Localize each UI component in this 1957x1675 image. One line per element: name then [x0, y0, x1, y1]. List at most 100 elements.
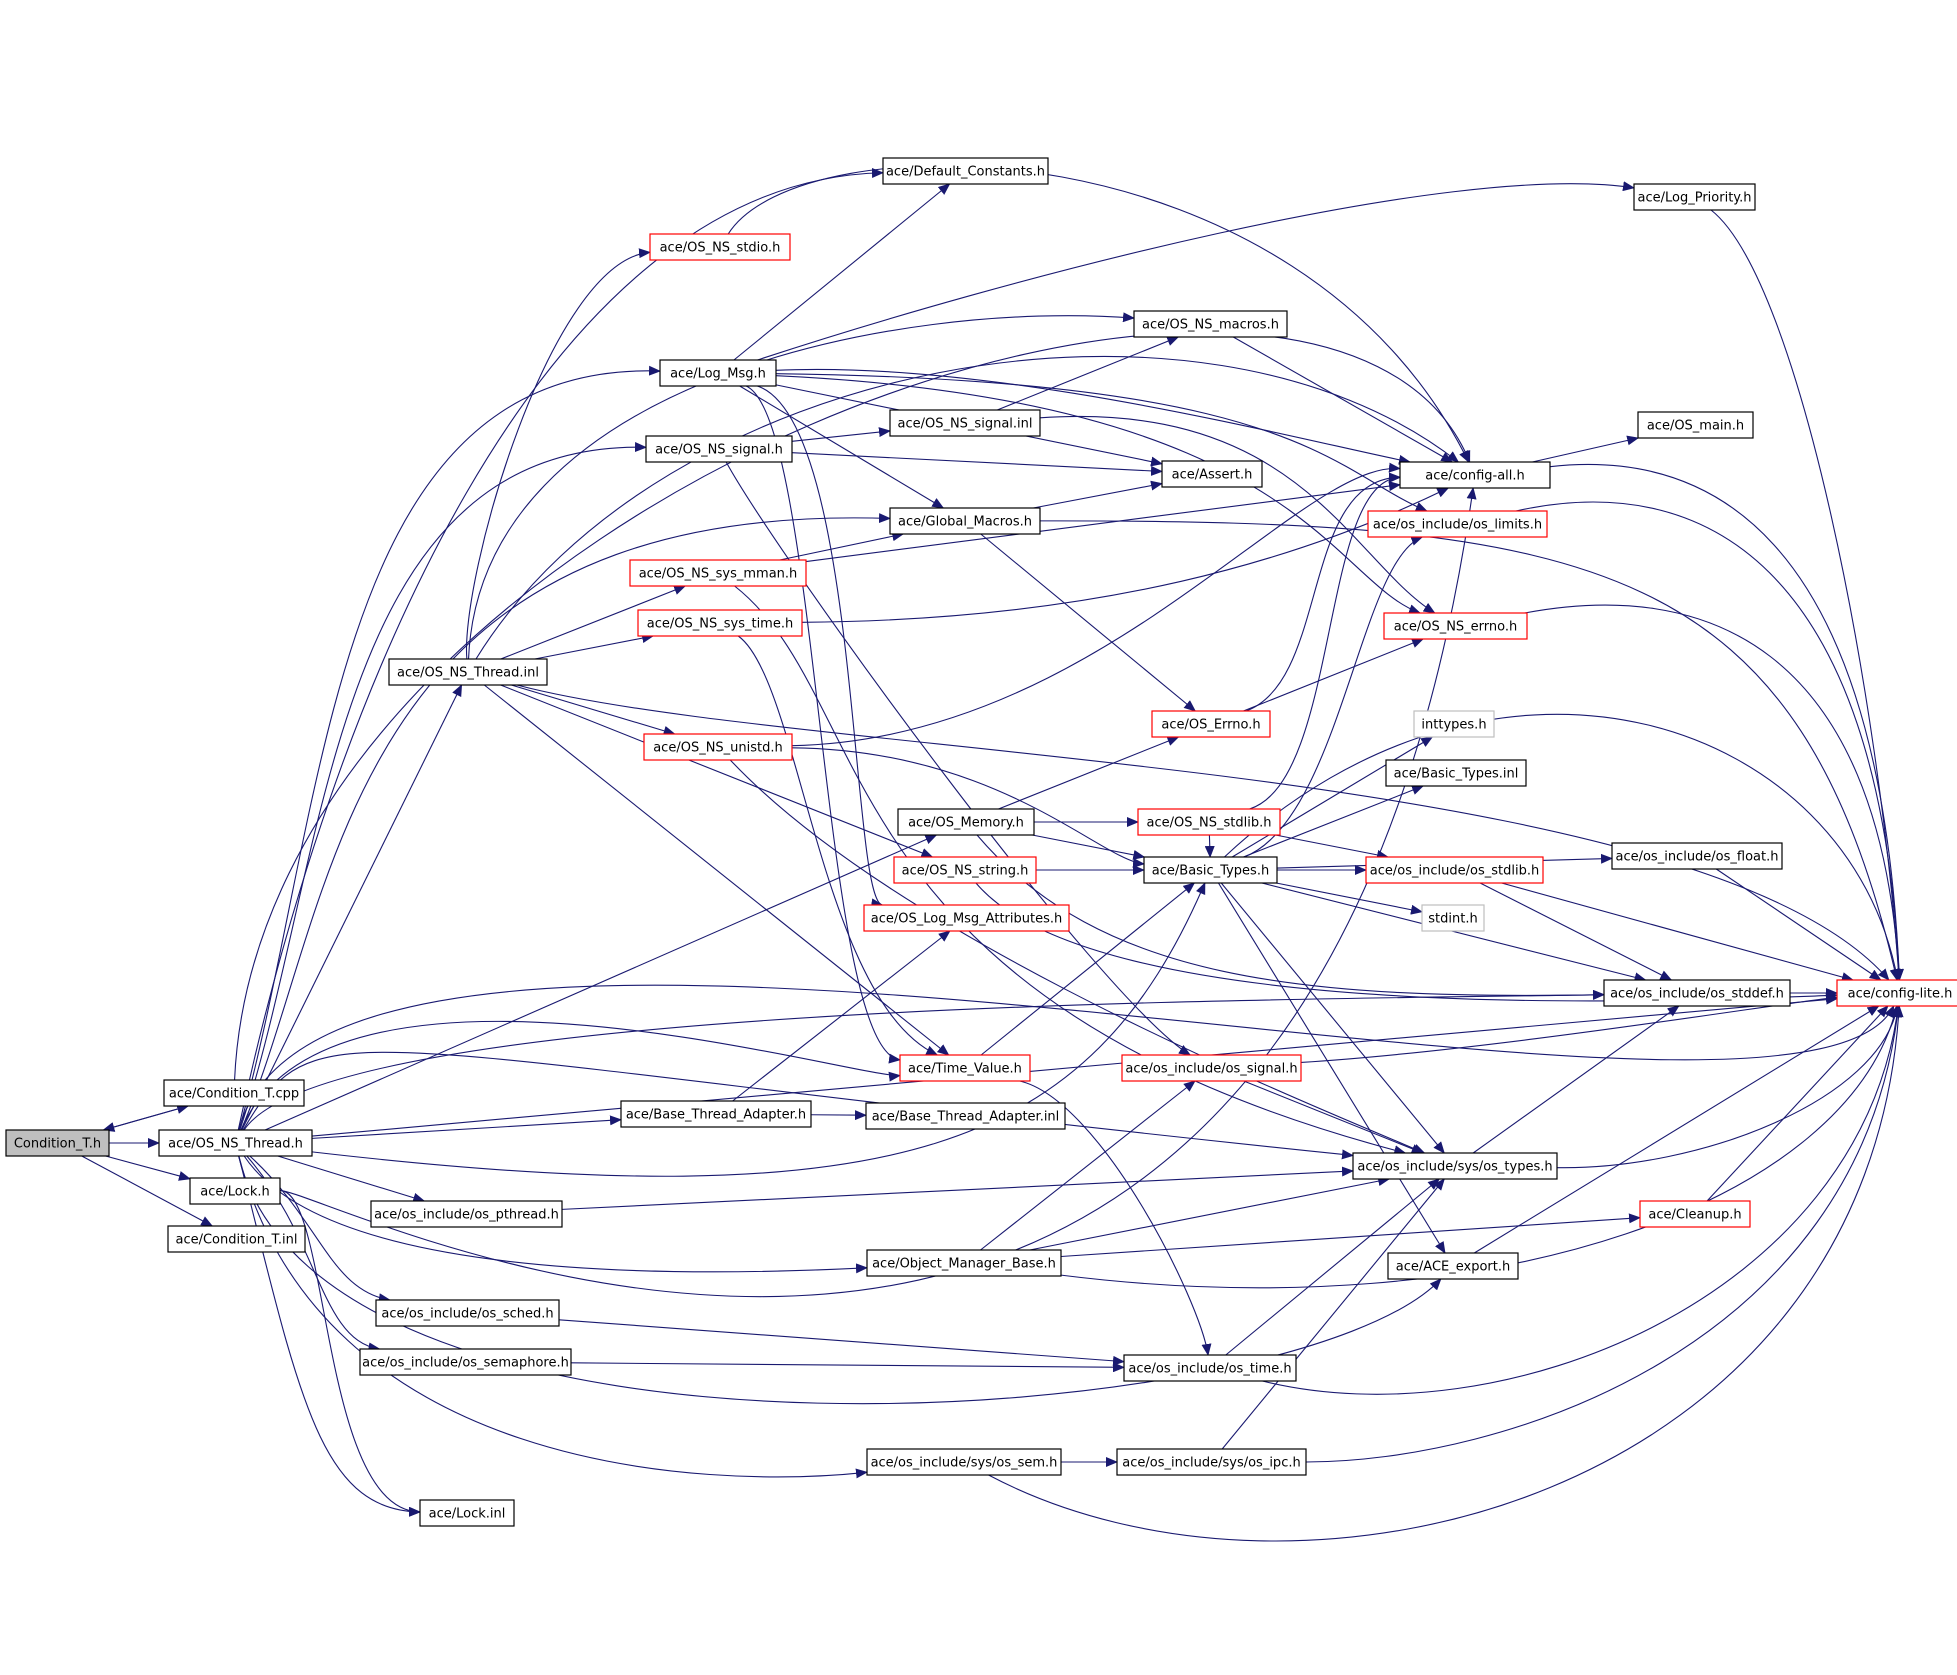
node-log-priority-h[interactable]: ace/Log_Priority.h	[1633, 183, 1756, 211]
node-label: ace/Lock.inl	[429, 1507, 506, 1522]
node-label: ace/os_include/sys/os_types.h	[1357, 1160, 1552, 1175]
node-os-ipc-h[interactable]: ace/os_include/sys/os_ipc.h	[1116, 1448, 1307, 1476]
node-condition-t-h[interactable]: Condition_T.h	[5, 1129, 110, 1157]
node-box	[189, 1177, 281, 1205]
node-label: ace/OS_NS_errno.h	[1394, 620, 1518, 635]
node-box	[629, 559, 807, 587]
edge-os_ns_thread_inl-to-os_ns_unistd_h	[511, 684, 676, 736]
node-time-value-h[interactable]: ace/Time_Value.h	[899, 1054, 1031, 1082]
edge-os_ns_thread_h-to-os_ns_thread_inl	[241, 684, 463, 1131]
node-box	[659, 359, 777, 387]
node-os-ns-thread-h[interactable]: ace/OS_NS_Thread.h	[158, 1129, 313, 1157]
node-log-msg-h[interactable]: ace/Log_Msg.h	[659, 359, 777, 387]
node-box	[1365, 856, 1544, 884]
edge-os_ns_thread_inl-to-os_ns_string_h	[500, 684, 934, 858]
node-os-log-msg-attributes-h[interactable]: ace/OS_Log_Msg_Attributes.h	[863, 904, 1070, 932]
edge-ace_export_h-to-config_lite_h	[1474, 1005, 1880, 1254]
node-box	[1836, 979, 1957, 1007]
node-os-ns-sys-time-h[interactable]: ace/OS_NS_sys_time.h	[637, 609, 803, 637]
node-os-pthread-h[interactable]: ace/os_include/os_pthread.h	[370, 1200, 563, 1228]
node-condition-t-inl[interactable]: ace/Condition_T.inl	[167, 1225, 306, 1253]
edge-os_ns_sys_time_h-to-time_value_h	[737, 635, 939, 1056]
node-label: ace/Condition_T.cpp	[169, 1087, 299, 1102]
node-os-sem-h[interactable]: ace/os_include/sys/os_sem.h	[866, 1448, 1062, 1476]
node-os-stdlib-h[interactable]: ace/os_include/os_stdlib.h	[1365, 856, 1544, 884]
node-stdint-h[interactable]: stdint.h	[1421, 904, 1485, 932]
edge-basic_types_h-to-basic_types_inl	[1243, 785, 1425, 858]
node-os-ns-sys-mman-h[interactable]: ace/OS_NS_sys_mman.h	[629, 559, 807, 587]
edge-log_msg_h-to-os_ns_errno_h	[775, 375, 1421, 614]
edge-basic_types_h-to-stdint_h	[1276, 882, 1423, 915]
node-os-ns-string-h[interactable]: ace/OS_NS_string.h	[893, 856, 1037, 884]
node-box	[1421, 904, 1485, 932]
edges-layer	[81, 165, 1904, 1542]
node-lock-h[interactable]: ace/Lock.h	[189, 1177, 281, 1205]
edge-os_ns_signal_h-to-os_signal_h	[725, 461, 1192, 1056]
node-global-macros-h[interactable]: ace/Global_Macros.h	[889, 507, 1041, 535]
node-label: ace/Basic_Types.inl	[1394, 767, 1519, 782]
node-config-lite-h[interactable]: ace/config-lite.h	[1836, 979, 1957, 1007]
node-basic-types-h[interactable]: ace/Basic_Types.h	[1143, 856, 1278, 884]
node-base-thread-adapter-h[interactable]: ace/Base_Thread_Adapter.h	[620, 1100, 812, 1128]
node-label: ace/OS_NS_stdio.h	[660, 241, 781, 256]
node-box	[866, 1249, 1062, 1277]
node-default-constants-h[interactable]: ace/Default_Constants.h	[882, 157, 1049, 185]
node-cleanup-h[interactable]: ace/Cleanup.h	[1639, 1200, 1751, 1228]
node-os-limits-h[interactable]: ace/os_include/os_limits.h	[1367, 510, 1548, 538]
edge-os_ns_macros_h-to-config_all_h	[1232, 336, 1454, 463]
node-ace-export-h[interactable]: ace/ACE_export.h	[1387, 1252, 1519, 1280]
node-os-float-h[interactable]: ace/os_include/os_float.h	[1611, 842, 1783, 870]
node-label: ace/os_include/os_time.h	[1128, 1362, 1291, 1377]
node-label: ace/OS_NS_signal.inl	[897, 417, 1032, 432]
node-os-errno-h[interactable]: ace/OS_Errno.h	[1151, 710, 1271, 738]
node-os-ns-thread-inl[interactable]: ace/OS_NS_Thread.inl	[388, 658, 548, 686]
node-base-thread-adapter-inl[interactable]: ace/Base_Thread_Adapter.inl	[865, 1102, 1066, 1130]
edge-object_manager_base_h-to-os_signal_h	[980, 1080, 1196, 1251]
node-box	[158, 1129, 313, 1157]
node-os-stddef-h[interactable]: ace/os_include/os_stddef.h	[1603, 979, 1791, 1007]
node-box	[1137, 808, 1281, 836]
node-os-main-h[interactable]: ace/OS_main.h	[1637, 411, 1754, 439]
edge-os_ns_thread_h-to-basic_types_h	[311, 882, 1206, 1177]
edge-condition_t_h-to-condition_t_inl	[81, 1155, 214, 1227]
edge-os_ns_signal_inl-to-os_ns_macros_h	[997, 336, 1180, 411]
edge-condition_t_cpp-to-config_all_h	[234, 331, 1471, 1081]
node-label: ace/os_include/os_sched.h	[381, 1307, 553, 1322]
node-os-ns-macros-h[interactable]: ace/OS_NS_macros.h	[1133, 310, 1288, 338]
node-inttypes-h[interactable]: inttypes.h	[1413, 710, 1495, 738]
node-assert-h[interactable]: ace/Assert.h	[1161, 460, 1263, 488]
edge-os_signal_h-to-os_types_h	[1243, 1080, 1424, 1154]
edge-os_ns_thread_h-to-base_thread_adapter_h	[311, 1115, 622, 1139]
node-os-ns-signal-inl[interactable]: ace/OS_NS_signal.inl	[889, 409, 1041, 437]
node-box	[620, 1100, 812, 1128]
edge-os_types_h-to-config_lite_h	[1556, 1005, 1901, 1169]
node-box	[645, 435, 793, 463]
node-os-sched-h[interactable]: ace/os_include/os_sched.h	[375, 1299, 560, 1327]
node-lock-inl[interactable]: ace/Lock.inl	[419, 1499, 515, 1527]
node-os-ns-stdio-h[interactable]: ace/OS_NS_stdio.h	[649, 233, 791, 261]
edge-global_macros_h-to-os_errno_h	[980, 533, 1197, 712]
node-box	[889, 507, 1041, 535]
edge-log_msg_h-to-os_limits_h	[775, 373, 1428, 512]
node-os-ns-signal-h[interactable]: ace/OS_NS_signal.h	[645, 435, 793, 463]
node-os-ns-errno-h[interactable]: ace/OS_NS_errno.h	[1383, 612, 1528, 640]
node-box	[1161, 460, 1263, 488]
node-os-semaphore-h[interactable]: ace/os_include/os_semaphore.h	[359, 1348, 572, 1376]
edge-os_ns_thread_h-to-time_value_h	[240, 1020, 901, 1131]
edge-object_manager_base_h-to-os_types_h	[1029, 1176, 1391, 1251]
edge-lock_h-to-lock_inl	[279, 1189, 421, 1517]
node-os-signal-h[interactable]: ace/os_include/os_signal.h	[1121, 1054, 1302, 1082]
node-label: ace/Log_Msg.h	[670, 367, 766, 382]
node-basic-types-inl[interactable]: ace/Basic_Types.inl	[1385, 759, 1527, 787]
node-os-memory-h[interactable]: ace/OS_Memory.h	[897, 808, 1035, 836]
node-os-ns-stdlib-h[interactable]: ace/OS_NS_stdlib.h	[1137, 808, 1281, 836]
edge-os_stdlib_h-to-os_stddef_h	[1479, 882, 1673, 981]
node-condition-t-cpp[interactable]: ace/Condition_T.cpp	[163, 1079, 305, 1107]
node-os-time-h[interactable]: ace/os_include/os_time.h	[1123, 1354, 1297, 1382]
node-os-types-h[interactable]: ace/os_include/sys/os_types.h	[1352, 1152, 1558, 1180]
node-object-manager-base-h[interactable]: ace/Object_Manager_Base.h	[866, 1249, 1062, 1277]
node-config-all-h[interactable]: ace/config-all.h	[1399, 461, 1551, 489]
node-box	[897, 808, 1035, 836]
node-os-ns-unistd-h[interactable]: ace/OS_NS_unistd.h	[643, 733, 793, 761]
edge-os_ns_thread_inl-to-config_all_h	[475, 355, 1460, 660]
